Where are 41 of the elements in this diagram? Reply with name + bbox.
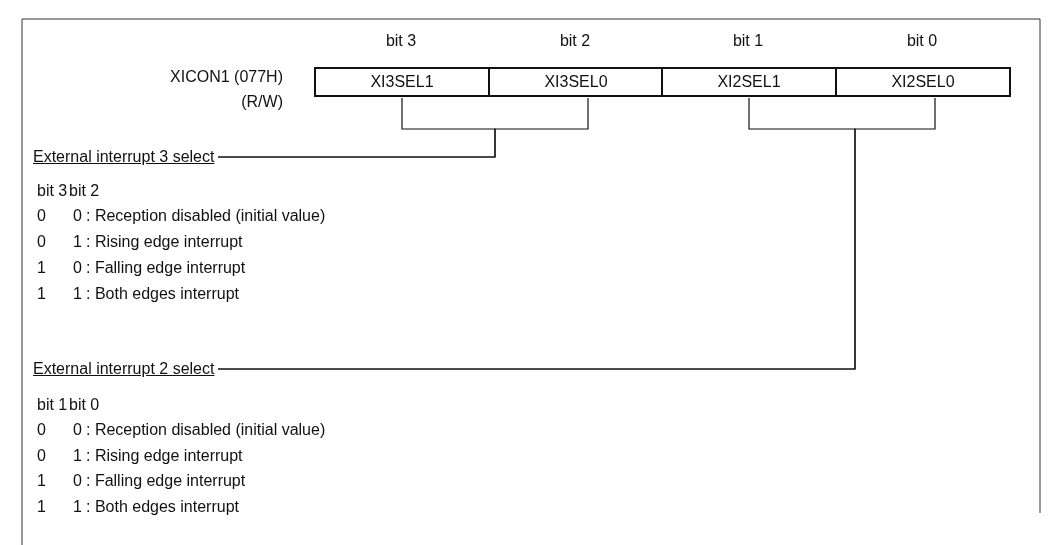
field-title: External interrupt 2 select (33, 359, 215, 379)
bit-value: 0 (37, 446, 46, 466)
bit-value: 0 (37, 420, 46, 440)
setting-description: : Rising edge interrupt (86, 232, 243, 252)
bit-header: bit 1 (37, 395, 68, 415)
bit-number: bit 1 (732, 31, 764, 51)
bit-value: 1 (73, 497, 82, 517)
bit-header: bit 0 (69, 395, 100, 415)
bit-number: bit 2 (559, 31, 591, 51)
bit-value: 0 (37, 206, 46, 226)
bit-value: 1 (37, 284, 46, 304)
bit-field-cell: XI2SEL0 (835, 67, 1011, 97)
bit-value: 0 (73, 206, 82, 226)
bit-value: 0 (73, 258, 82, 278)
register-name: XICON1 (077H) (170, 67, 283, 87)
bit-field-cell: XI3SEL1 (314, 67, 490, 97)
bit-value: 0 (73, 471, 82, 491)
bit-header: bit 2 (69, 181, 100, 201)
setting-description: : Both edges interrupt (86, 497, 239, 517)
field-title: External interrupt 3 select (33, 147, 215, 167)
bit-value: 1 (37, 258, 46, 278)
bit-value: 0 (37, 232, 46, 252)
bit-field-cell: XI3SEL0 (488, 67, 664, 97)
setting-description: : Both edges interrupt (86, 284, 239, 304)
bit-number: bit 3 (385, 31, 417, 51)
bracket-connector (217, 97, 589, 158)
bit-value: 1 (37, 471, 46, 491)
setting-description: : Rising edge interrupt (86, 446, 243, 466)
access-label: (R/W) (241, 92, 283, 112)
bit-value: 1 (73, 232, 82, 252)
bit-value: 1 (73, 284, 82, 304)
bit-value: 1 (37, 497, 46, 517)
bit-field-cell: XI2SEL1 (661, 67, 837, 97)
bit-number: bit 0 (906, 31, 938, 51)
setting-description: : Falling edge interrupt (86, 471, 246, 491)
setting-description: : Reception disabled (initial value) (86, 206, 326, 226)
bit-value: 0 (73, 420, 82, 440)
bit-header: bit 3 (37, 181, 68, 201)
bit-value: 1 (73, 446, 82, 466)
setting-description: : Falling edge interrupt (86, 258, 246, 278)
setting-description: : Reception disabled (initial value) (86, 420, 326, 440)
